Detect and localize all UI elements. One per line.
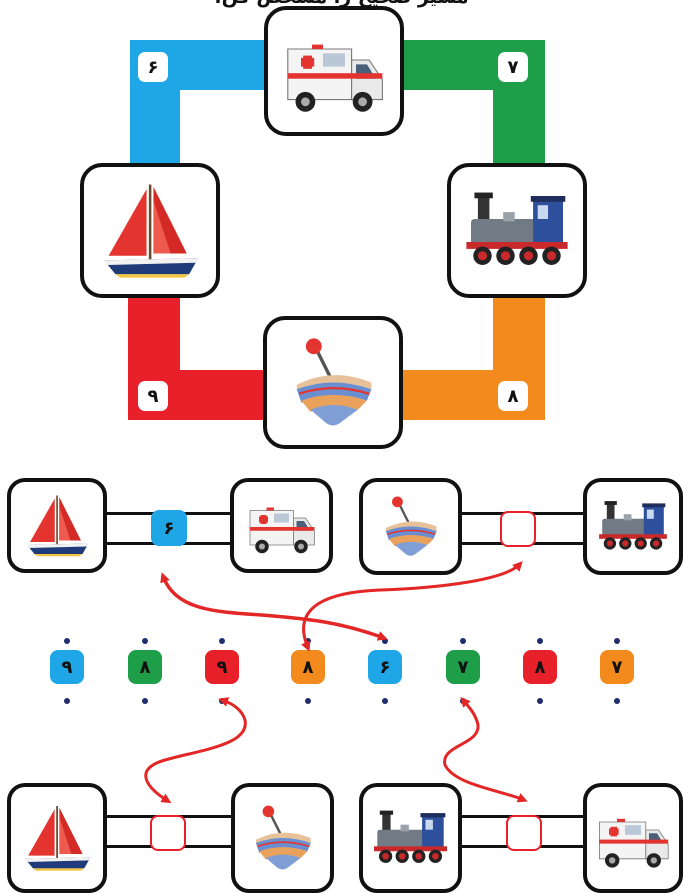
pair-3-left-card [7, 783, 107, 893]
pair-4-answer-slot[interactable] [506, 815, 542, 851]
option-1-dot-bottom [64, 698, 70, 704]
option-7-dot-top [537, 638, 543, 644]
option-7-dot-bottom [537, 698, 543, 704]
pair-2-right-card [583, 478, 683, 575]
option-2[interactable]: ۸ [128, 650, 162, 684]
spinning-top-icon [241, 793, 324, 883]
pair-4-right-card [583, 783, 683, 893]
spinning-top-icon [369, 488, 452, 565]
option-3-dot-top [219, 638, 225, 644]
arrow-pair4-to-green7 [443, 696, 528, 803]
loop-card-sailboat [80, 163, 220, 298]
option-8[interactable]: ۷ [600, 650, 634, 684]
ambulance-icon [240, 488, 323, 563]
option-6-dot-bottom [460, 698, 466, 704]
option-5-dot-top [382, 638, 388, 644]
pair-1-right-card [230, 478, 333, 573]
pair-2-left-card [359, 478, 462, 575]
loop-card-spinning-top [263, 316, 403, 449]
option-1[interactable]: ۹ [50, 650, 84, 684]
path-label-red: ۹ [138, 381, 168, 411]
pair-1-answer-slot[interactable]: ۶ [151, 510, 187, 546]
option-4-dot-bottom [305, 698, 311, 704]
pair-3-right-card [231, 783, 334, 893]
option-6[interactable]: ۷ [446, 650, 480, 684]
sailboat-icon [17, 488, 97, 563]
arrow-pair2-to-orange8 [301, 561, 523, 652]
path-label-orange: ۸ [498, 381, 528, 411]
loop-card-ambulance [264, 6, 404, 136]
sailboat-icon [90, 173, 210, 288]
option-7[interactable]: ۸ [523, 650, 557, 684]
option-6-dot-top [460, 638, 466, 644]
option-2-dot-top [142, 638, 148, 644]
ambulance-icon [593, 793, 673, 883]
pair-1-left-card [7, 478, 107, 573]
ambulance-icon [274, 16, 394, 126]
loop-card-train [447, 163, 587, 298]
option-8-dot-bottom [614, 698, 620, 704]
train-icon [457, 173, 577, 288]
path-label-blue: ۶ [138, 52, 168, 82]
pair-4-left-card [359, 783, 462, 893]
sailboat-icon [17, 793, 97, 883]
arrow-pair3-to-red9 [144, 697, 247, 804]
page-title: مسیر صحیح را مشخص کن. [0, 0, 683, 8]
option-5-dot-bottom [382, 698, 388, 704]
option-2-dot-bottom [142, 698, 148, 704]
option-4-dot-top [305, 638, 311, 644]
option-3-dot-bottom [219, 698, 225, 704]
pair-3-answer-slot[interactable] [150, 815, 186, 851]
pair-2-answer-slot[interactable] [500, 511, 536, 547]
arrow-pair1-to-blue6 [160, 572, 388, 641]
spinning-top-icon [273, 326, 393, 439]
train-icon [593, 488, 673, 565]
train-icon [369, 793, 452, 883]
option-1-dot-top [64, 638, 70, 644]
option-3[interactable]: ۹ [205, 650, 239, 684]
option-4[interactable]: ۸ [291, 650, 325, 684]
path-label-green: ۷ [498, 52, 528, 82]
option-8-dot-top [614, 638, 620, 644]
option-5[interactable]: ۶ [368, 650, 402, 684]
